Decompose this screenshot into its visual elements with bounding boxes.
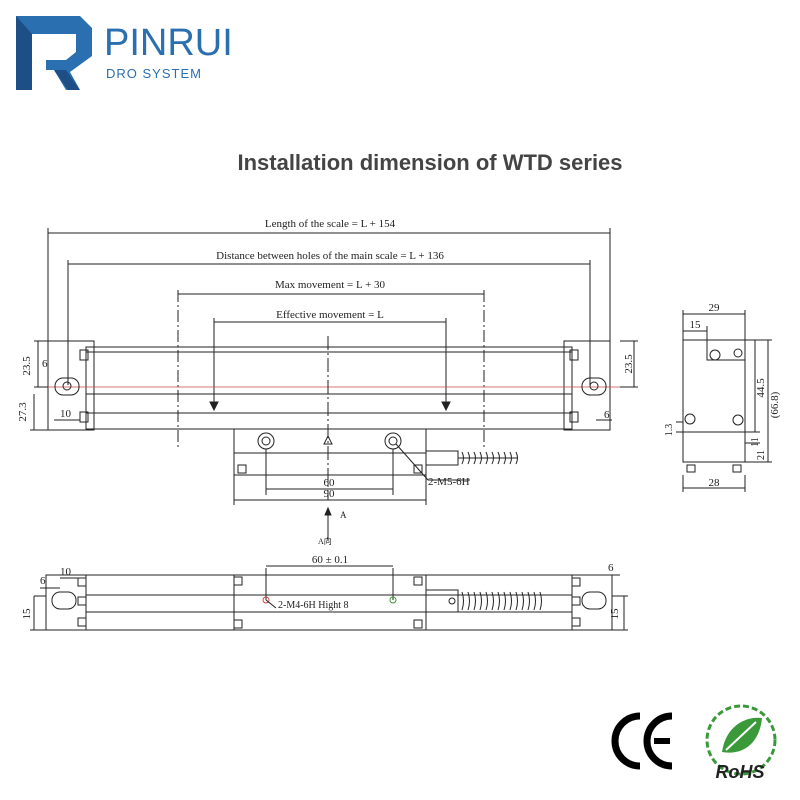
dim-15-bottom-left: 15 bbox=[21, 608, 33, 620]
side-profile bbox=[682, 339, 746, 433]
rohs-mark-icon: RoHS bbox=[705, 704, 777, 782]
dim-28: 28 bbox=[709, 477, 721, 489]
thread-label-front: 2-M5-6H bbox=[428, 476, 470, 488]
dim-23-5-left: 23.5 bbox=[21, 356, 33, 376]
side-head bbox=[682, 431, 746, 463]
dim-1-3: 1.3 bbox=[664, 424, 675, 437]
view-a-direction: A向 bbox=[318, 536, 332, 546]
brand-tagline: DRO SYSTEM bbox=[106, 66, 202, 81]
page-title: Installation dimension of WTD series bbox=[237, 150, 623, 175]
dim-6-right: 6 bbox=[604, 409, 610, 421]
max-movement-label: Max movement = L + 30 bbox=[275, 279, 386, 291]
dim-29: 29 bbox=[709, 302, 721, 314]
effective-label: Effective movement = L bbox=[276, 309, 384, 321]
dim-6-bottom-right: 6 bbox=[608, 562, 614, 574]
dim-11: 11 bbox=[750, 437, 761, 447]
view-a-label: A bbox=[340, 510, 347, 520]
rohs-text: RoHS bbox=[716, 762, 765, 782]
ce-mark-icon bbox=[611, 712, 673, 770]
holes-label: Distance between holes of the main scale… bbox=[216, 250, 444, 262]
dim-60-head: 60 bbox=[324, 477, 336, 489]
dim-10-bottom: 10 bbox=[60, 566, 72, 578]
right-end-cap bbox=[563, 340, 611, 431]
logo-icon bbox=[16, 16, 92, 90]
dim-21: 21 bbox=[756, 450, 767, 460]
dim-44-5: 44.5 bbox=[755, 378, 767, 398]
scale-body bbox=[85, 346, 573, 430]
dim-6-bottom-left: 6 bbox=[40, 575, 46, 587]
dim-66-8: (66.8) bbox=[769, 391, 781, 418]
dim-60-tolerance: 60 ± 0.1 bbox=[312, 554, 348, 566]
left-end-cap bbox=[47, 340, 95, 431]
cable bbox=[461, 451, 518, 465]
brand-name: PINRUI bbox=[104, 22, 233, 64]
dim-90-head: 90 bbox=[324, 488, 336, 500]
dim-10: 10 bbox=[60, 408, 72, 420]
right-mount-hole bbox=[581, 377, 607, 396]
dim-6-left: 6 bbox=[42, 358, 48, 370]
dim-23-5-right: 23.5 bbox=[623, 354, 635, 374]
left-mount-hole bbox=[54, 377, 80, 396]
dim-15-side: 15 bbox=[690, 319, 702, 331]
dim-15-bottom-right: 15 bbox=[609, 608, 621, 620]
thread-label-bottom: 2-M4-6H Hight 8 bbox=[278, 600, 349, 611]
reading-head-base bbox=[233, 452, 427, 476]
cable-connector bbox=[425, 450, 459, 466]
length-label: Length of the scale = L + 154 bbox=[265, 218, 396, 230]
dim-27-3: 27.3 bbox=[17, 402, 29, 422]
